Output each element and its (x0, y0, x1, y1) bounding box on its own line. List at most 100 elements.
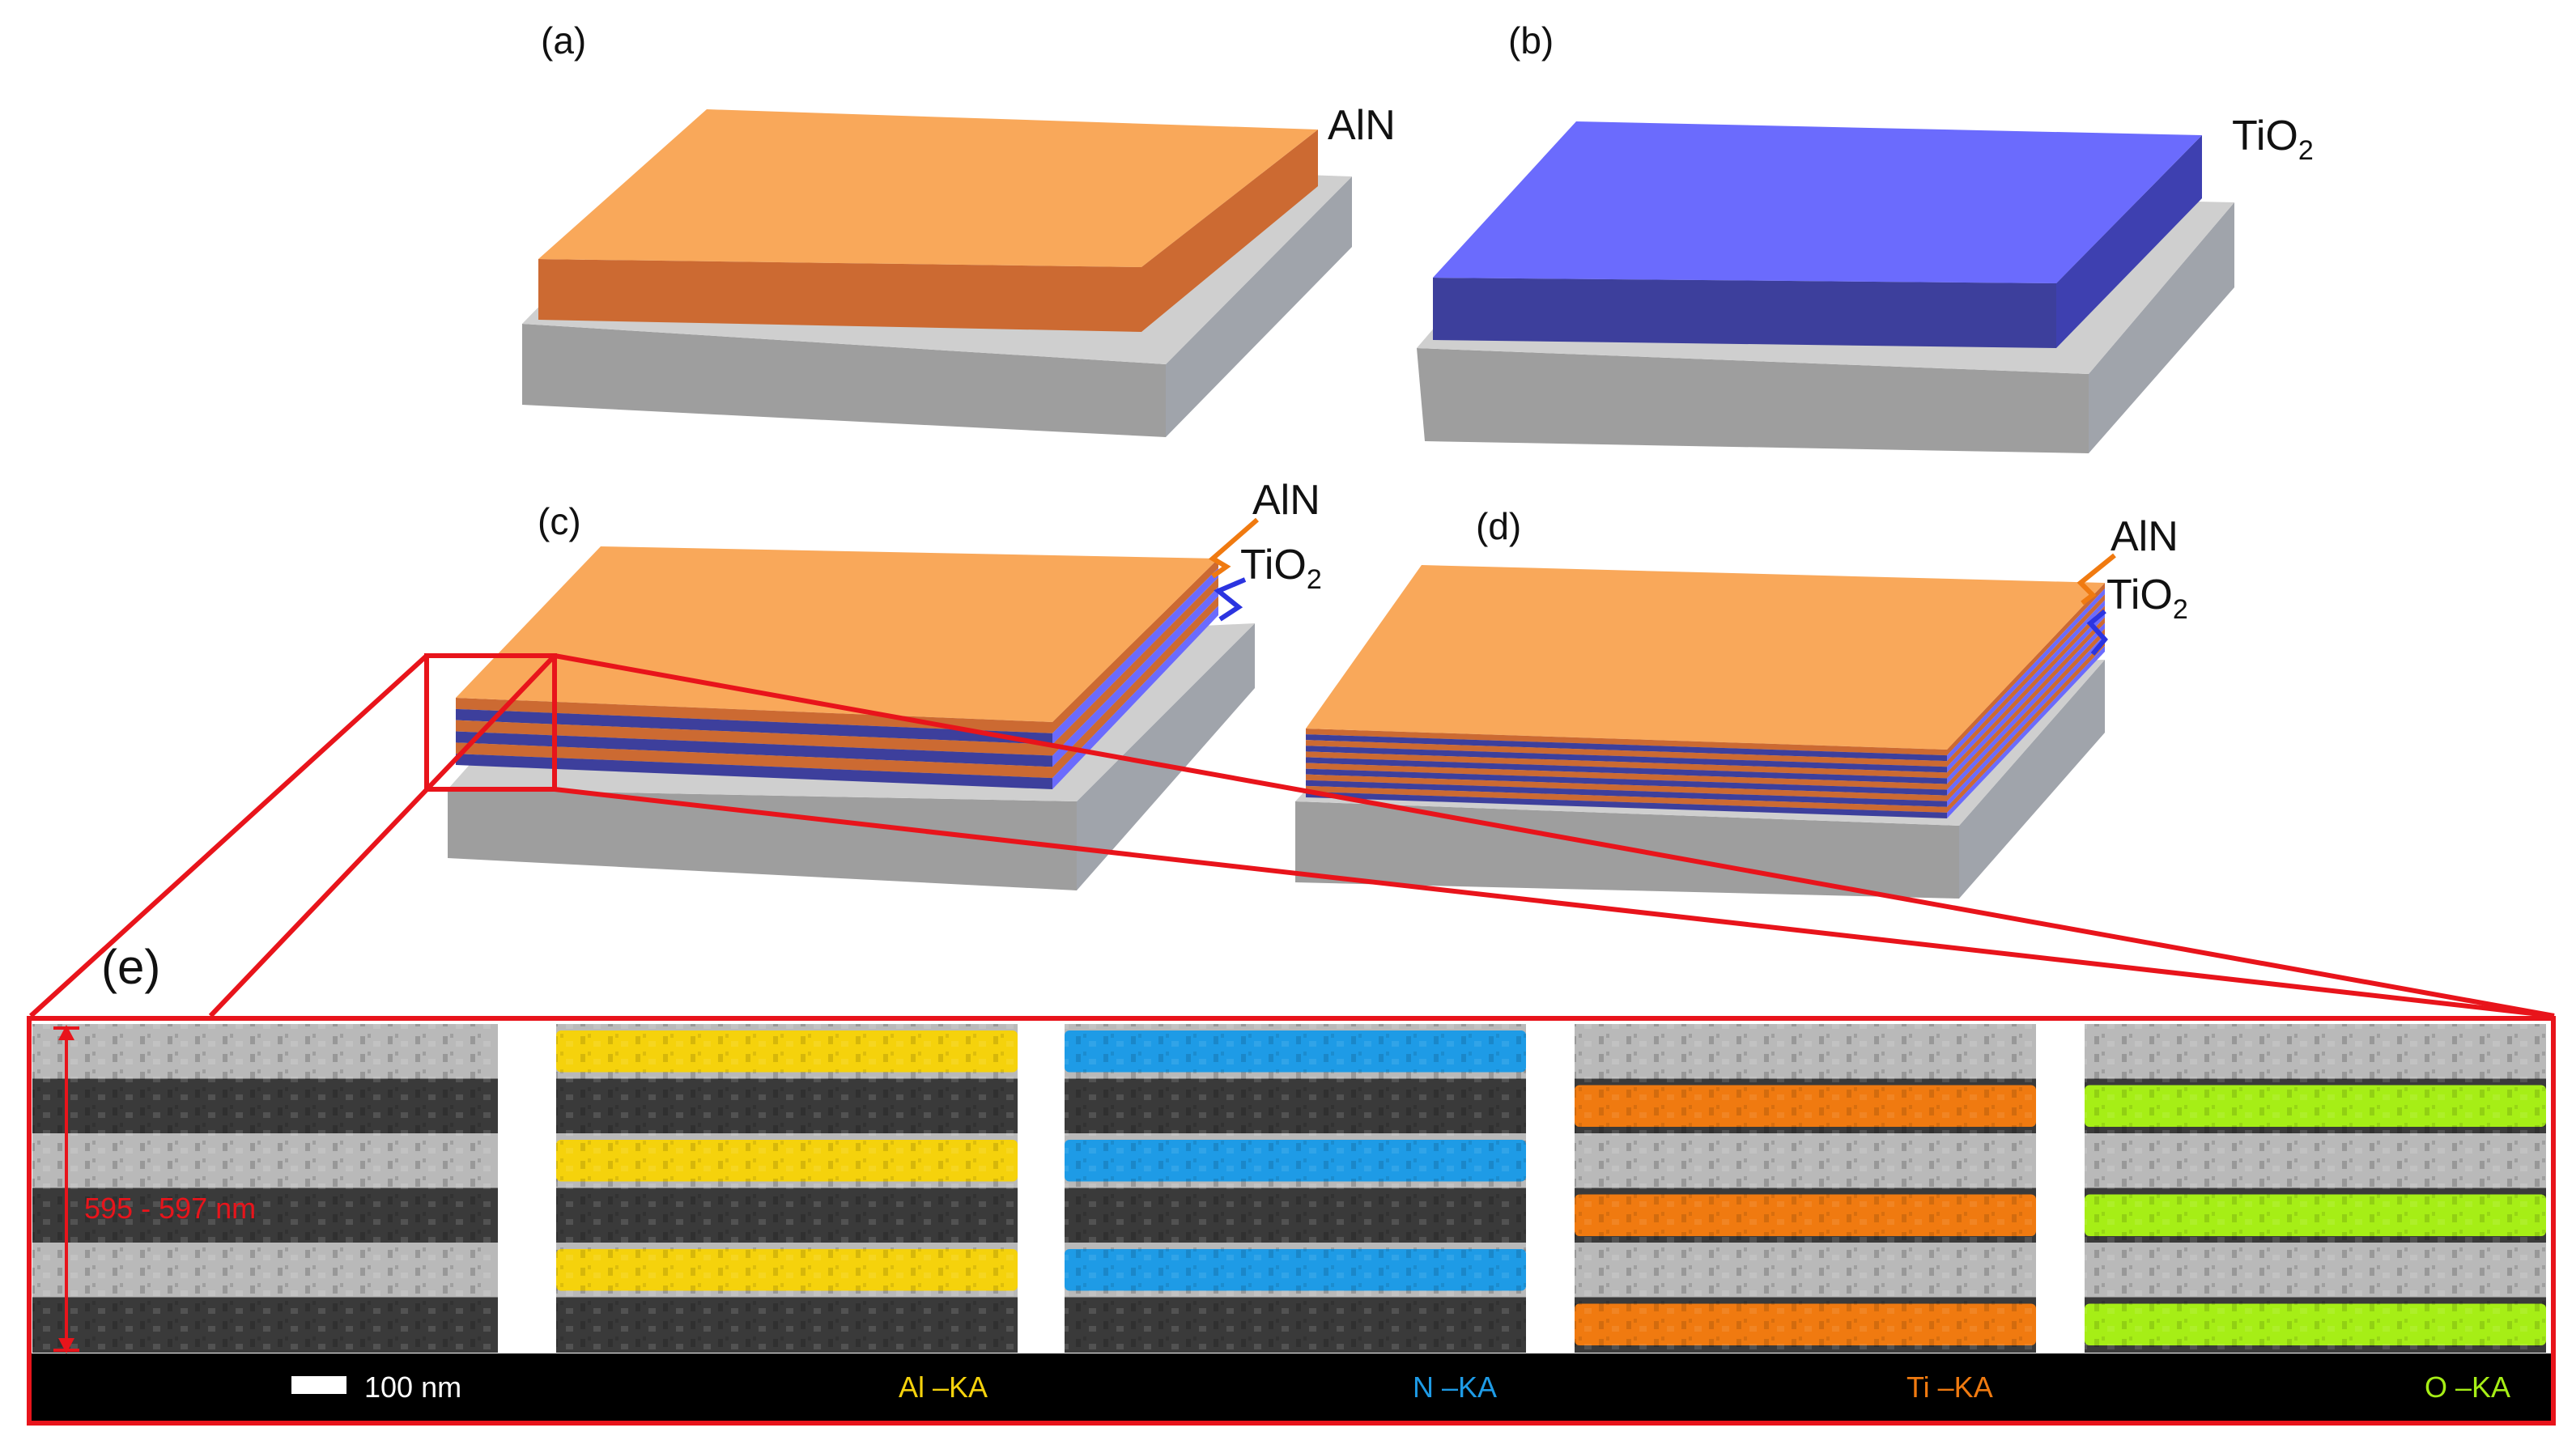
tio2-layer-side (1052, 587, 1218, 767)
panel-e-tag: (e) (101, 940, 160, 994)
tem-texture (556, 1188, 1018, 1243)
tio2-side (2056, 135, 2202, 348)
thickness-arrowhead-bottom (58, 1338, 74, 1353)
eds-map-label: Al –KA (899, 1370, 988, 1404)
panel-a-tag: (a) (541, 19, 586, 62)
tem-texture (1575, 1024, 2036, 1080)
aln-layer-front (456, 742, 1052, 779)
tem-texture (1065, 1297, 1526, 1353)
aln-pointer-arrow (2077, 553, 2116, 606)
aln-layer-side (1947, 640, 2105, 813)
tio2-pointer-arrow (2086, 609, 2108, 656)
zoom-line-inner-right (554, 653, 2555, 1018)
panel-b: (b) TiO2 (1417, 19, 2314, 453)
substrate-front (522, 324, 1166, 437)
multilayer-stack-c (456, 546, 1218, 789)
eds-map-label: Ti –KA (1906, 1370, 1993, 1404)
tio2-layer-side (1947, 634, 2105, 807)
panel-c-tag: (c) (538, 500, 581, 542)
tio2-layer-front (1306, 746, 1947, 773)
multilayer-stack-d (1306, 565, 2105, 818)
eds-map-label: N –KA (1413, 1370, 1497, 1404)
eds-signal-texture (2085, 1303, 2546, 1345)
aln-layer-side (1947, 628, 2105, 801)
tio2-layer-side (1052, 606, 1218, 789)
tio2-front (1433, 278, 2056, 348)
aln-top-surface (456, 546, 1218, 722)
tem-texture (556, 1078, 1018, 1134)
aln-layer-front (456, 698, 1052, 733)
panel-c: (c) AlN TiO2 (448, 477, 1322, 890)
tem-texture (32, 1133, 498, 1189)
substrate-front (1417, 348, 2089, 453)
tio2-layer-front (1306, 768, 1947, 796)
tio2-layer-front (1306, 780, 1947, 807)
aln-layer-front (456, 720, 1052, 756)
aln-layer-front (1306, 785, 1947, 813)
tio2-layer-side (1947, 589, 2105, 762)
tio2-layer-front (1306, 791, 1947, 818)
substrate-side (1959, 660, 2105, 899)
aln-layer-side (1052, 559, 1218, 733)
substrate-side (2089, 202, 2234, 453)
panel-b-material-label: TiO2 (2232, 113, 2314, 166)
tio2-layer-side (1052, 567, 1218, 745)
aln-pointer-arrow (1208, 517, 1259, 579)
eds-signal-texture (556, 1249, 1018, 1291)
aln-layer-side (1052, 596, 1218, 779)
tem-texture (32, 1078, 498, 1134)
tem-texture (1575, 1133, 2036, 1189)
panel-d-tag: (d) (1476, 505, 1521, 547)
eds-signal-texture (2085, 1194, 2546, 1236)
thickness-arrowhead-top (58, 1025, 74, 1040)
zoom-line-right (554, 787, 2555, 1018)
tio2-layer-side (1947, 600, 2105, 773)
tio2-pointer-arrow (1214, 577, 1247, 622)
panel-a: (a) AlN (522, 19, 1396, 437)
tem-image-row (32, 1024, 2546, 1353)
tio2-layer-front (1306, 757, 1947, 784)
tio2-layer-side (1947, 645, 2105, 818)
tio2-layer-front (456, 754, 1052, 789)
eds-signal-texture (1575, 1303, 2036, 1345)
tio2-layer-side (1947, 611, 2105, 784)
eds-signal-texture (1575, 1194, 2036, 1236)
tem-texture (1065, 1188, 1526, 1243)
aln-top-surface (1306, 565, 2105, 750)
panel-a-material-label: AlN (1328, 102, 1396, 149)
aln-layer-front (1306, 751, 1947, 779)
scale-bar-label: 100 nm (364, 1370, 461, 1404)
zoom-line-inner-left (208, 653, 557, 1018)
tem-texture (2085, 1024, 2546, 1080)
substrate-side (1077, 623, 1255, 890)
tio2-layer-front (456, 708, 1052, 745)
label-bar (32, 1353, 2551, 1421)
tio2-top (1433, 121, 2202, 283)
tem-texture (32, 1243, 498, 1298)
panel-b-tag: (b) (1508, 19, 1554, 62)
eds-signal-texture (556, 1030, 1018, 1073)
aln-layer-side (1947, 594, 2105, 767)
aln-layer-side (1947, 617, 2105, 790)
eds-signal-texture (1065, 1249, 1526, 1291)
aln-side (1141, 130, 1318, 332)
zoom-region-box (424, 653, 557, 792)
panel-d: (d) AlN TiO2 (1295, 505, 2188, 899)
substrate-side (1166, 176, 1352, 437)
aln-layer-side (1052, 577, 1218, 756)
tio2-layer-front (456, 731, 1052, 767)
aln-layer-side (1947, 583, 2105, 756)
panel-d-tio2-label: TiO2 (2106, 572, 2188, 625)
tem-texture (2085, 1243, 2546, 1298)
tem-texture (32, 1188, 498, 1243)
aln-layer-front (1306, 729, 1947, 756)
zoom-highlight (28, 653, 2555, 1018)
tem-texture (32, 1024, 498, 1080)
tem-texture (1065, 1078, 1526, 1134)
aln-layer-front (1306, 774, 1947, 801)
aln-front (538, 259, 1141, 332)
panel-c-aln-label: AlN (1252, 477, 1320, 524)
panel-c-tio2-label: TiO2 (1240, 542, 1322, 595)
